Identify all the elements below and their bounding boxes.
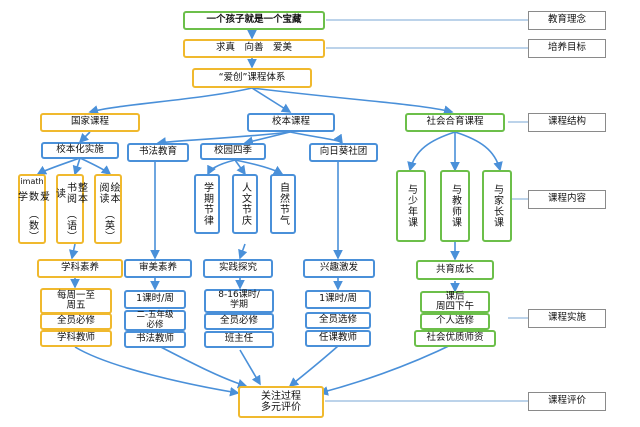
label-structure: 课程结构 xyxy=(528,113,606,132)
term-text: 学期节律 xyxy=(201,182,213,226)
reading-subject: （语） xyxy=(64,209,76,242)
national-item-picture-book: 绘本阅读 （英） xyxy=(94,174,122,244)
social-literacy-box: 共育成长 xyxy=(416,260,494,280)
math-prefix: imath xyxy=(20,177,44,186)
social-item-parent: 与家长课 xyxy=(482,170,512,242)
social-item-youth: 与少年课 xyxy=(396,170,426,242)
social-mode-box: 个人选修 xyxy=(420,313,490,330)
social-item-teacher: 与教师课 xyxy=(440,170,470,242)
national-teacher-box: 学科教师 xyxy=(40,330,112,347)
national-item-math: imath 爱数学 （数） xyxy=(15,174,49,244)
label-goal: 培养目标 xyxy=(528,39,606,58)
sunflower-literacy-box: 兴趣激发 xyxy=(303,259,375,278)
youth-text: 与少年课 xyxy=(405,184,417,228)
label-evaluation: 课程评价 xyxy=(528,392,606,411)
seasons-box: 校园四季 xyxy=(200,143,266,160)
seasons-mode-box: 全员必修 xyxy=(204,313,274,330)
seasons-teacher-box: 班主任 xyxy=(204,331,274,348)
national-course-box: 国家课程 xyxy=(40,113,140,132)
sunflower-teacher-box: 任课教师 xyxy=(305,330,371,347)
picture-book-text: 绘本阅读 xyxy=(97,182,119,204)
concept-box: 一个孩子就是一个宝藏 xyxy=(183,11,325,30)
teacher-text: 与教师课 xyxy=(449,184,461,228)
system-box: “爱创”课程体系 xyxy=(192,68,312,88)
national-sub-box: 校本化实施 xyxy=(41,142,119,159)
school-course-box: 校本课程 xyxy=(247,113,335,132)
sunflower-mode-box: 全员选修 xyxy=(305,312,371,329)
festival-text: 人文节庆 xyxy=(239,182,251,226)
label-implementation: 课程实施 xyxy=(528,309,606,328)
calligraphy-literacy-box: 审美素养 xyxy=(124,259,192,278)
reading-text: 整本书阅读 xyxy=(53,182,87,204)
calligraphy-mode-box: 二-五年级 必修 xyxy=(124,310,186,331)
national-item-reading: 整本书阅读 （语） xyxy=(53,174,87,244)
social-course-box: 社会合育课程 xyxy=(405,113,505,132)
calligraphy-time-box: 1课时/周 xyxy=(124,290,186,309)
solar-term-text: 自然节气 xyxy=(277,182,289,226)
season-item-solar-term: 自然节气 xyxy=(270,174,296,234)
season-item-festival: 人文节庆 xyxy=(232,174,258,234)
goal-box: 求真 向善 爱美 xyxy=(183,39,325,58)
national-time-box: 每周一至 周五 xyxy=(40,288,112,314)
picture-book-subject: （英） xyxy=(102,209,114,242)
label-content: 课程内容 xyxy=(528,190,606,209)
social-time-box: 课后 周四下午 xyxy=(420,291,490,313)
social-teacher-box: 社会优质师资 xyxy=(414,330,496,347)
sunflower-club-box: 向日葵社团 xyxy=(309,143,378,162)
seasons-time-box: 8-16课时/ 学期 xyxy=(204,289,274,313)
math-text: 爱数学 xyxy=(15,190,49,202)
parent-text: 与家长课 xyxy=(491,184,503,228)
calligraphy-box: 书法教育 xyxy=(127,143,189,162)
math-subject: （数） xyxy=(26,209,38,242)
evaluation-box: 关注过程 多元评价 xyxy=(238,386,324,418)
national-literacy-box: 学科素养 xyxy=(37,259,123,278)
label-idea: 教育理念 xyxy=(528,11,606,30)
seasons-literacy-box: 实践探究 xyxy=(203,259,273,278)
calligraphy-teacher-box: 书法教师 xyxy=(124,331,186,348)
season-item-term: 学期节律 xyxy=(194,174,220,234)
national-mode-box: 全员必修 xyxy=(40,313,112,330)
sunflower-time-box: 1课时/周 xyxy=(305,290,371,309)
